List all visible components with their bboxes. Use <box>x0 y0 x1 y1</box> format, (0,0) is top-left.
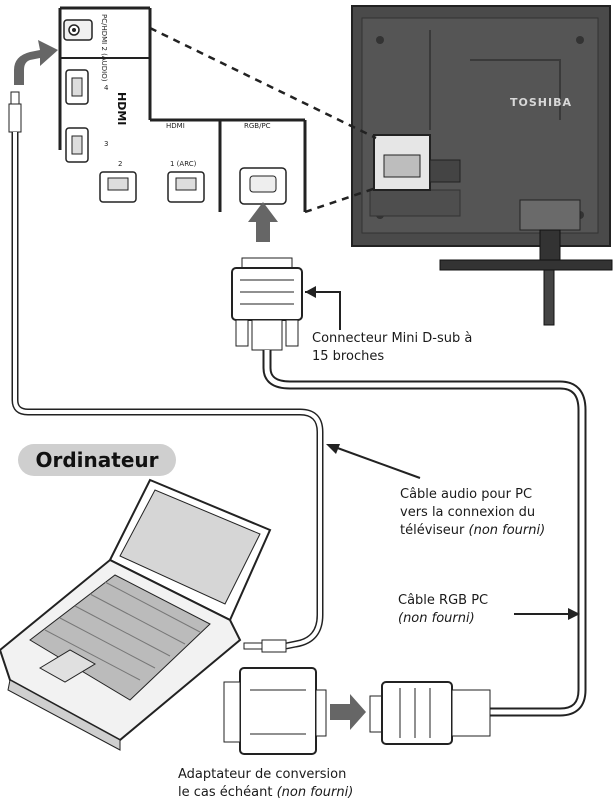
conversion-adapter <box>223 667 327 755</box>
vga-connector-top <box>231 257 303 351</box>
rgb-cable <box>262 350 587 717</box>
laptop <box>0 478 272 751</box>
audio-cable-label: Câble audio pour PC vers la connexion du… <box>400 486 545 540</box>
adapter-label-text: le cas échéant <box>178 785 273 800</box>
adapter-label: Adaptateur de conversion le cas échéant … <box>178 766 353 802</box>
tv-back-panel <box>351 5 613 326</box>
audio-label-line2: vers la connexion du <box>400 505 536 520</box>
zoom-line-top <box>149 26 377 140</box>
hdmi-group-title: HDMI <box>115 92 128 126</box>
adapter-arrow <box>330 694 366 730</box>
audio-cable <box>8 91 324 653</box>
pc-audio-jack <box>63 19 93 41</box>
audio-up-arrow <box>14 40 58 85</box>
rgb-cable-label: Câble RGB PC (non fourni) <box>398 592 488 628</box>
rgb-up-arrow <box>248 202 278 242</box>
connector-label-line1: Connecteur Mini D-sub à <box>312 331 473 346</box>
audio-label-line1: Câble audio pour PC <box>400 487 533 502</box>
hdmi-number-1: 1 (ARC) <box>170 160 197 168</box>
vga-connector-bottom <box>369 681 491 745</box>
audio-label-note: (non fourni) <box>468 523 546 538</box>
hdmi-port-label: HDMI <box>166 122 185 130</box>
rgb-port-label: RGB/PC <box>244 122 271 130</box>
pc-audio-port-label: PC/HDMI 2 (AUDIO) <box>100 14 108 82</box>
adapter-label-note: (non fourni) <box>276 785 354 800</box>
hdmi-number-3: 3 <box>104 140 109 148</box>
adapter-label-line2: le cas échéant (non fourni) <box>178 784 353 802</box>
tv-brand-logo: TOSHIBA <box>510 96 572 109</box>
connector-label-line2: 15 broches <box>312 349 385 364</box>
computer-badge: Ordinateur <box>18 444 176 476</box>
audio-label-line3: téléviseur (non fourni) <box>400 522 545 540</box>
rgb-label-note: (non fourni) <box>398 611 475 626</box>
hdmi-number-2: 2 <box>118 160 123 168</box>
rgb-label-line1: Câble RGB PC <box>398 593 489 608</box>
connector-label: Connecteur Mini D-sub à 15 broches <box>312 330 472 366</box>
hdmi-number-4: 4 <box>104 84 109 92</box>
adapter-label-line1: Adaptateur de conversion <box>178 767 347 782</box>
audio-label-text: téléviseur <box>400 523 465 538</box>
terminal-panel <box>58 6 307 212</box>
